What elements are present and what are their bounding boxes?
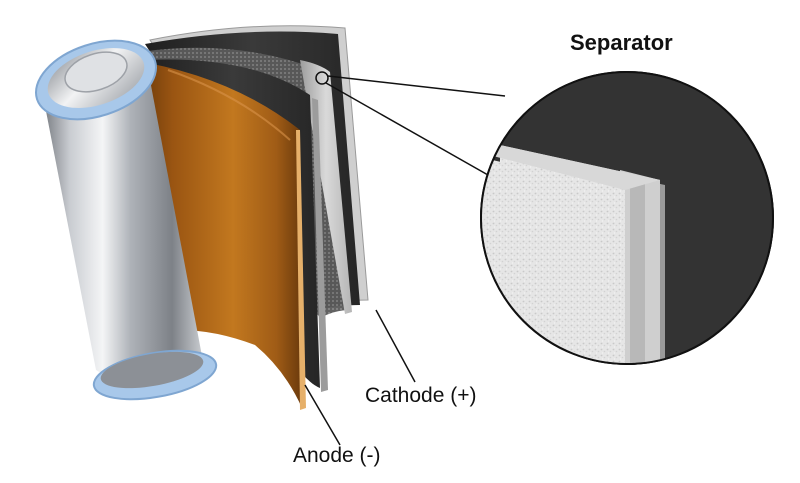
cathode-leader-line bbox=[375, 309, 416, 383]
callout-line-bottom bbox=[325, 82, 489, 176]
cathode-label: Cathode (+) bbox=[365, 384, 477, 407]
anode-label: Anode (-) bbox=[293, 444, 381, 467]
separator-zoom-view bbox=[480, 71, 774, 365]
anode-leader-line bbox=[304, 384, 341, 446]
battery-can bbox=[34, 39, 218, 401]
callout-line-top bbox=[327, 75, 506, 97]
callout-origin-circle bbox=[315, 71, 329, 85]
separator-label: Separator bbox=[570, 30, 673, 55]
